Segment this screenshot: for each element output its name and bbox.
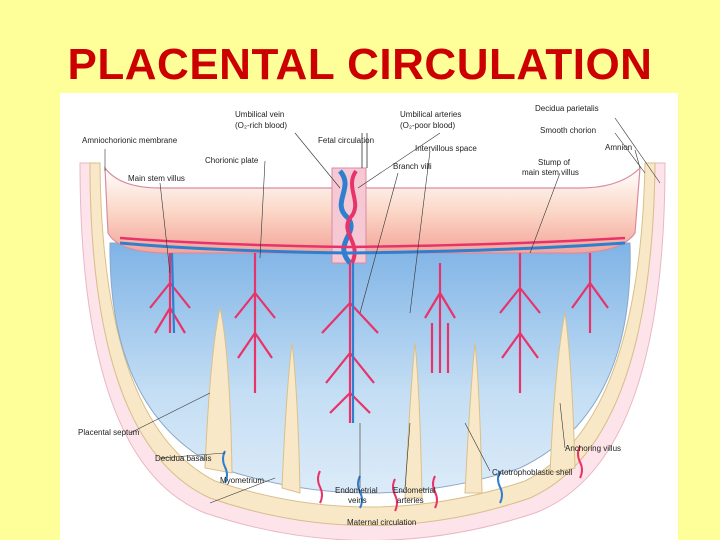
label-endometrial-veins-2: veins (348, 496, 367, 505)
placenta-diagram: Umbilical vein (O₂-rich blood) Umbilical… (60, 93, 678, 540)
label-intervillous-space: Intervillous space (415, 144, 477, 153)
placenta-illustration: Umbilical vein (O₂-rich blood) Umbilical… (78, 104, 666, 540)
label-main-stem-villus: Main stem villus (128, 174, 185, 183)
decidua-basalis-layer (89, 162, 656, 526)
label-smooth-chorion: Smooth chorion (540, 126, 596, 135)
label-cytotrophoblastic-shell: Cytotrophoblastic shell (492, 468, 573, 477)
label-stump-1: Stump of (538, 158, 571, 167)
leader-lines (104, 117, 661, 504)
label-placental-septum: Placental septum (78, 428, 140, 437)
umbilical-cord (331, 133, 368, 265)
label-endometrial-veins-1: Endometrial (335, 486, 378, 495)
label-amnion: Amnion (605, 143, 632, 152)
label-myometrium: Myometrium (220, 476, 264, 485)
label-fetal-circulation: Fetal circulation (318, 136, 374, 145)
label-endometrial-arteries-2: arteries (397, 496, 424, 505)
chorionic-plate (104, 166, 641, 254)
label-stump-2: main stem villus (522, 168, 579, 177)
label-decidua-basalis: Decidua basalis (155, 454, 211, 463)
label-decidua-parietalis: Decidua parietalis (535, 104, 599, 113)
label-endometrial-arteries-1: Endometrial (393, 486, 436, 495)
villous-tree (149, 252, 609, 423)
label-branch-villi: Branch villi (393, 162, 432, 171)
diagram-labels: Umbilical vein (O₂-rich blood) Umbilical… (78, 104, 632, 527)
slide-title: PLACENTAL CIRCULATION (67, 40, 653, 89)
label-umbilical-vein: Umbilical vein (235, 110, 284, 119)
placental-septa (204, 307, 576, 499)
label-anchoring-villus: Anchoring villus (565, 444, 621, 453)
intervillous-space (109, 242, 631, 494)
label-umbilical-arteries: Umbilical arteries (400, 110, 461, 119)
label-umbilical-vein-sub: (O₂-rich blood) (235, 121, 287, 130)
label-umbilical-arteries-sub: (O₂-poor blood) (400, 121, 455, 130)
label-chorionic-plate: Chorionic plate (205, 156, 259, 165)
endometrial-vessels (222, 445, 583, 512)
chorionic-vessels (119, 236, 626, 255)
label-maternal-circulation: Maternal circulation (347, 518, 416, 527)
label-amniochorionic-membrane: Amniochorionic membrane (82, 136, 178, 145)
